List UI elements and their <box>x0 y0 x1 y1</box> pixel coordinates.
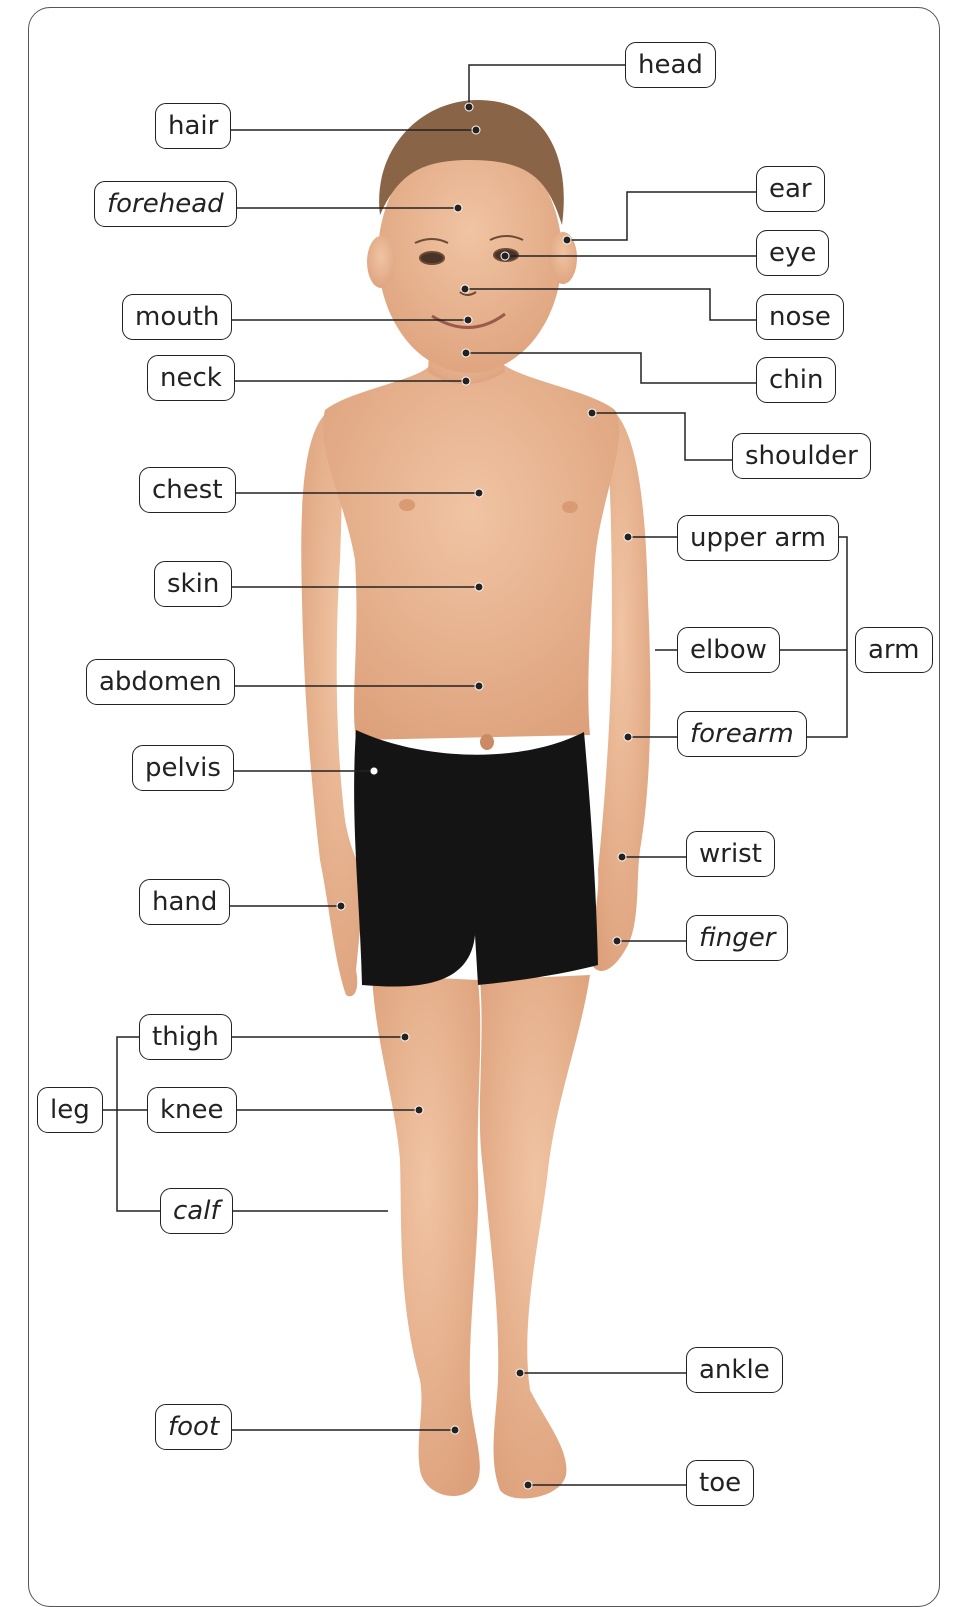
label-chin: chin <box>756 357 836 403</box>
label-arm: arm <box>855 627 933 673</box>
left-ear <box>367 236 395 288</box>
label-hair: hair <box>155 103 231 149</box>
left-leg <box>372 975 480 1496</box>
torso <box>323 362 619 740</box>
arm-bracket <box>778 537 847 737</box>
label-ankle: ankle <box>686 1347 783 1393</box>
label-head: head <box>625 42 716 88</box>
label-elbow: elbow <box>677 627 780 673</box>
label-leg: leg <box>37 1087 103 1133</box>
label-neck: neck <box>147 355 235 401</box>
label-mouth: mouth <box>122 294 232 340</box>
label-abdomen: abdomen <box>86 659 235 705</box>
label-thigh: thigh <box>139 1014 232 1060</box>
label-shoulder: shoulder <box>732 433 871 479</box>
label-nose: nose <box>756 294 844 340</box>
label-chest: chest <box>139 467 236 513</box>
label-forehead: forehead <box>94 181 237 227</box>
ear-line <box>567 192 756 240</box>
label-knee: knee <box>147 1087 237 1133</box>
right-leg <box>480 975 590 1498</box>
label-toe: toe <box>686 1460 754 1506</box>
label-ear: ear <box>756 166 825 212</box>
label-forearm: forearm <box>677 711 807 757</box>
shorts <box>354 730 598 987</box>
label-wrist: wrist <box>686 831 775 877</box>
label-upper-arm: upper arm <box>677 515 839 561</box>
label-hand: hand <box>139 879 230 925</box>
label-calf: calf <box>160 1188 233 1234</box>
label-foot: foot <box>155 1404 232 1450</box>
head-line <box>469 65 625 107</box>
label-finger: finger <box>686 915 788 961</box>
label-eye: eye <box>756 230 829 276</box>
label-skin: skin <box>154 561 232 607</box>
label-pelvis: pelvis <box>132 745 234 791</box>
